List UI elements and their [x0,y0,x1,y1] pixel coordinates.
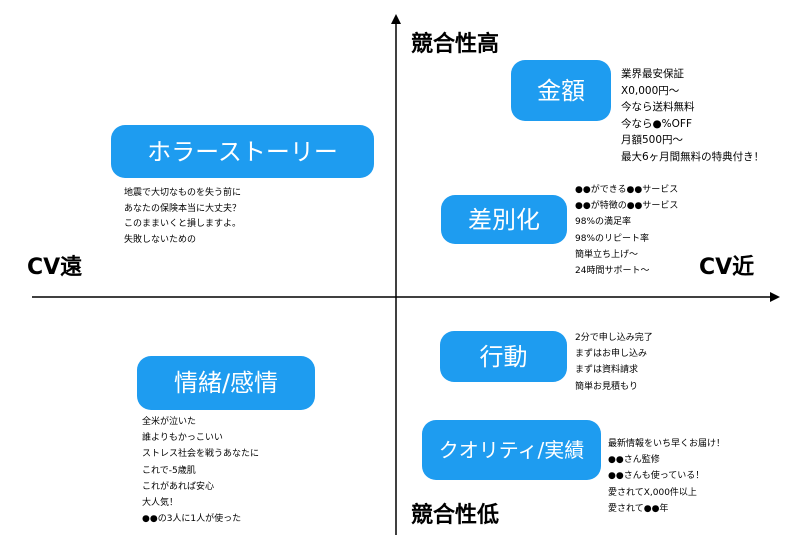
note-line: ●●ができる●●サービス [575,185,679,195]
note-line: 大人気！ [142,498,179,509]
note-line: ●●さん監修 [608,455,660,466]
note-line: このままいくと損しますよ。 [124,219,242,229]
note-line: 2分で申し込み完了 [575,333,653,343]
note-line: 愛されてX,000件以上 [608,487,697,498]
note-line: ストレス社会を戦うあなたに [142,449,260,460]
note-line: 24時間サポート〜 [575,266,650,277]
note-line: あなたの保険本当に大丈夫？ [124,203,242,214]
note-line: 98%の満足率 [575,217,632,228]
note-line: まずは資料請求 [575,365,639,376]
note-line: 98%のリピート率 [575,233,650,244]
axis-label-low-competition: 競合性低 [411,503,500,528]
action-notes: 2分で申し込み完了まずはお申し込みまずは資料請求簡単お見積もり [575,330,653,395]
horror-story-box: ホラーストーリー [111,125,374,178]
note-line: まずはお申し込み [575,349,648,360]
quality-box: クオリティ/実績 [422,420,601,480]
note-line: ●●の3人に1人が使った [142,514,242,525]
price-box: 金額 [511,60,611,121]
price-notes: 業界最安保証 X0,000円〜今なら送料無料今なら●%OFF 月額500円〜最大6ヶ… [621,66,764,165]
note-line: 愛されて●●年 [608,503,669,514]
horror-story-notes: 地震で大切なものを失う前にあなたの保険本当に大丈夫？ このままいくと損しますよ。失… [124,186,241,248]
note-line: 月額500円〜 [621,134,684,146]
differentiation-notes: ●●ができる●●サービス ●●が特徴の●●サービス 98%の満足率 98%のリピート率… [575,182,678,279]
quality-notes: 最新情報をいち早くお届け！ ●●さん監修 ●●さんも使っている！ 愛されてX,000件… [608,436,725,517]
note-line: 失敗しないための [124,234,197,245]
note-line: 今なら送料無料 [621,101,695,113]
axis-label-cv-far: CV遠 [27,255,83,280]
note-line: 簡単お見積もり [575,381,639,392]
note-line: 簡単立ち上げ〜 [575,249,639,260]
action-box: 行動 [440,331,567,382]
note-line: 最大6ヶ月間無料の特典付き！ [621,150,765,163]
axis-label-cv-near: CV近 [699,255,755,280]
note-line: これがあれば安心 [142,481,215,492]
note-line: ●●が特徴の●●サービス [575,201,679,212]
emotion-box: 情緒/感情 [137,356,315,410]
note-line: 今なら●%OFF [621,117,692,130]
note-line: 誰よりもかっこいい [142,433,223,444]
emotion-notes: 全米が泣いた誰よりもかっこいいストレス社会を戦うあなたにこれで-5歳肌これがあれ… [142,414,259,527]
note-line: これで-5歳肌 [142,465,196,476]
axis-label-high-competition: 競合性高 [411,32,500,57]
note-line: X0,000円〜 [621,84,680,97]
note-line: 業界最安保証 [621,68,684,80]
note-line: 地震で大切なものを失う前に [124,188,242,198]
note-line: ●●さんも使っている！ [608,471,705,482]
differentiation-box: 差別化 [441,195,567,244]
note-line: 最新情報をいち早くお届け！ [608,439,726,449]
note-line: 全米が泣いた [142,417,197,427]
